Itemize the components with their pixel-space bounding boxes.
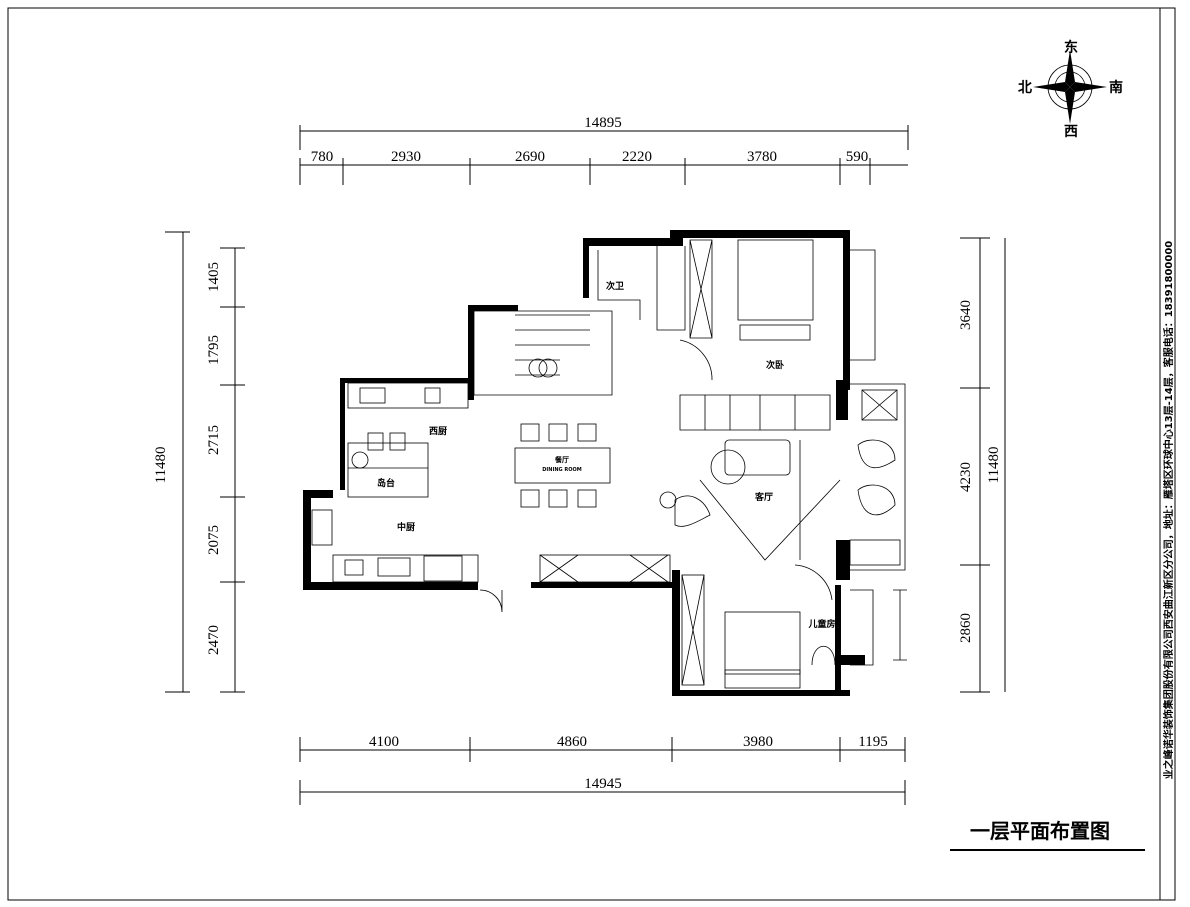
compass-east: 东	[1064, 39, 1078, 56]
room-second-bath: 次卫	[606, 280, 624, 292]
interior-lines	[311, 239, 907, 689]
room-chinese-kitchen: 中厨	[397, 521, 415, 533]
room-dining-en: DINING ROOM	[542, 467, 581, 473]
dim-top-3: 2690	[515, 149, 545, 165]
company-side-note: 业之峰诺华装饰集团股份有限公司西安曲江新区分公司，地址：雁塔区环球中心13层-1…	[1162, 241, 1175, 780]
left-dimensions	[165, 231, 245, 693]
dim-left-total: 11480	[153, 447, 169, 484]
room-kids: 儿童房	[807, 618, 835, 630]
bottom-dimensions	[299, 737, 906, 805]
dim-right-total: 11480	[986, 447, 1002, 484]
dim-right-3: 2860	[958, 613, 974, 643]
dim-bottom-4: 1195	[858, 734, 887, 750]
dim-right-2: 4230	[958, 462, 974, 492]
top-dimensions	[299, 125, 909, 185]
dim-right-1: 3640	[958, 300, 974, 330]
dim-top-4: 2220	[622, 149, 652, 165]
dim-bottom-3: 3980	[743, 734, 773, 750]
drawing-frame	[7, 7, 1176, 901]
dim-bottom-1: 4100	[369, 734, 399, 750]
room-western-kitchen: 西厨	[429, 426, 447, 437]
dim-left-5: 2470	[206, 625, 222, 655]
compass-west: 西	[1064, 124, 1078, 140]
dim-top-6: 590	[846, 149, 869, 165]
dim-bottom-2: 4860	[557, 734, 587, 750]
compass-icon	[1033, 50, 1107, 124]
room-living: 客厅	[754, 491, 773, 503]
room-second-bedroom: 次卧	[766, 359, 784, 371]
dim-top-5: 3780	[747, 149, 777, 165]
dim-left-2: 1795	[206, 335, 222, 365]
right-dimensions	[960, 237, 1006, 693]
walls	[303, 230, 865, 696]
room-island: 岛台	[377, 477, 395, 489]
dim-top-2: 2930	[391, 149, 421, 165]
compass-south: 南	[1109, 79, 1123, 96]
dim-left-3: 2715	[206, 425, 222, 455]
compass-north: 北	[1018, 80, 1032, 96]
room-dining: 餐厅	[554, 455, 569, 464]
dim-left-1: 1405	[206, 262, 222, 292]
dim-top-1: 780	[311, 149, 334, 165]
dim-top-total: 14895	[584, 115, 622, 131]
dim-bottom-total: 14945	[584, 776, 622, 792]
drawing-title: 一层平面布置图	[970, 819, 1110, 843]
dim-left-4: 2075	[206, 525, 222, 555]
